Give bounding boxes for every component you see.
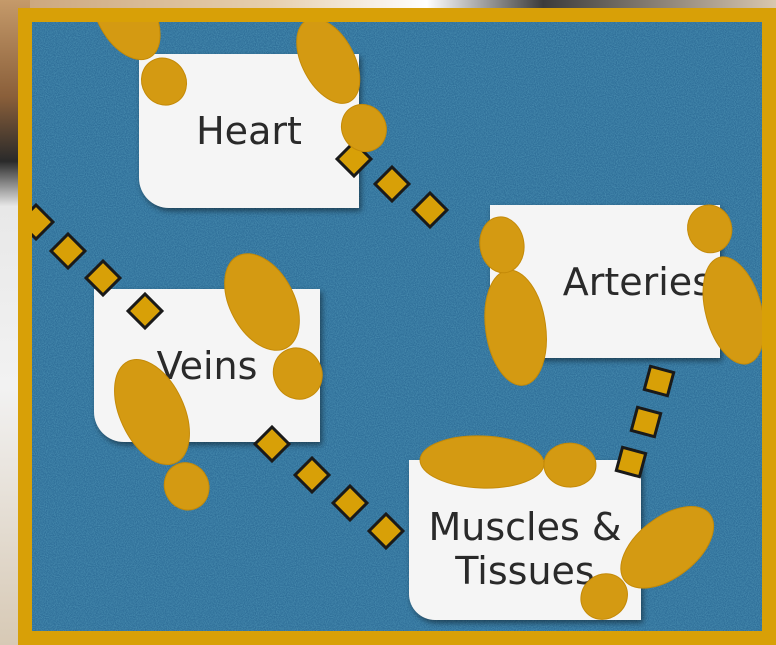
footprint-icon bbox=[209, 241, 340, 411]
diagram-frame: Heart Arteries Veins Muscles & Tissues bbox=[18, 8, 776, 645]
path-marker-icon bbox=[333, 486, 367, 520]
path-marker-icon bbox=[86, 261, 120, 295]
footprint-icon bbox=[78, 22, 200, 116]
path-marker-icon bbox=[255, 427, 289, 461]
path-marker-icon bbox=[631, 407, 660, 436]
footprint-icon bbox=[470, 213, 553, 390]
path-marker-icon bbox=[295, 458, 329, 492]
path-marker-icon bbox=[51, 234, 85, 268]
path-marker-icon bbox=[375, 167, 409, 201]
path-marker-icon bbox=[128, 294, 162, 328]
path-marker-icon bbox=[644, 366, 673, 395]
footprint-icon bbox=[419, 434, 597, 492]
footprint-icon bbox=[99, 348, 225, 522]
footprint-icon bbox=[567, 490, 728, 631]
footprint-icon bbox=[284, 22, 398, 161]
path-marker-icon bbox=[413, 193, 447, 227]
path-marker-icon bbox=[616, 447, 645, 476]
path-marker-icon bbox=[369, 514, 403, 548]
footprints-and-path-layer bbox=[32, 22, 762, 631]
path-marker-icon bbox=[32, 205, 53, 239]
footprint-icon bbox=[678, 198, 762, 371]
